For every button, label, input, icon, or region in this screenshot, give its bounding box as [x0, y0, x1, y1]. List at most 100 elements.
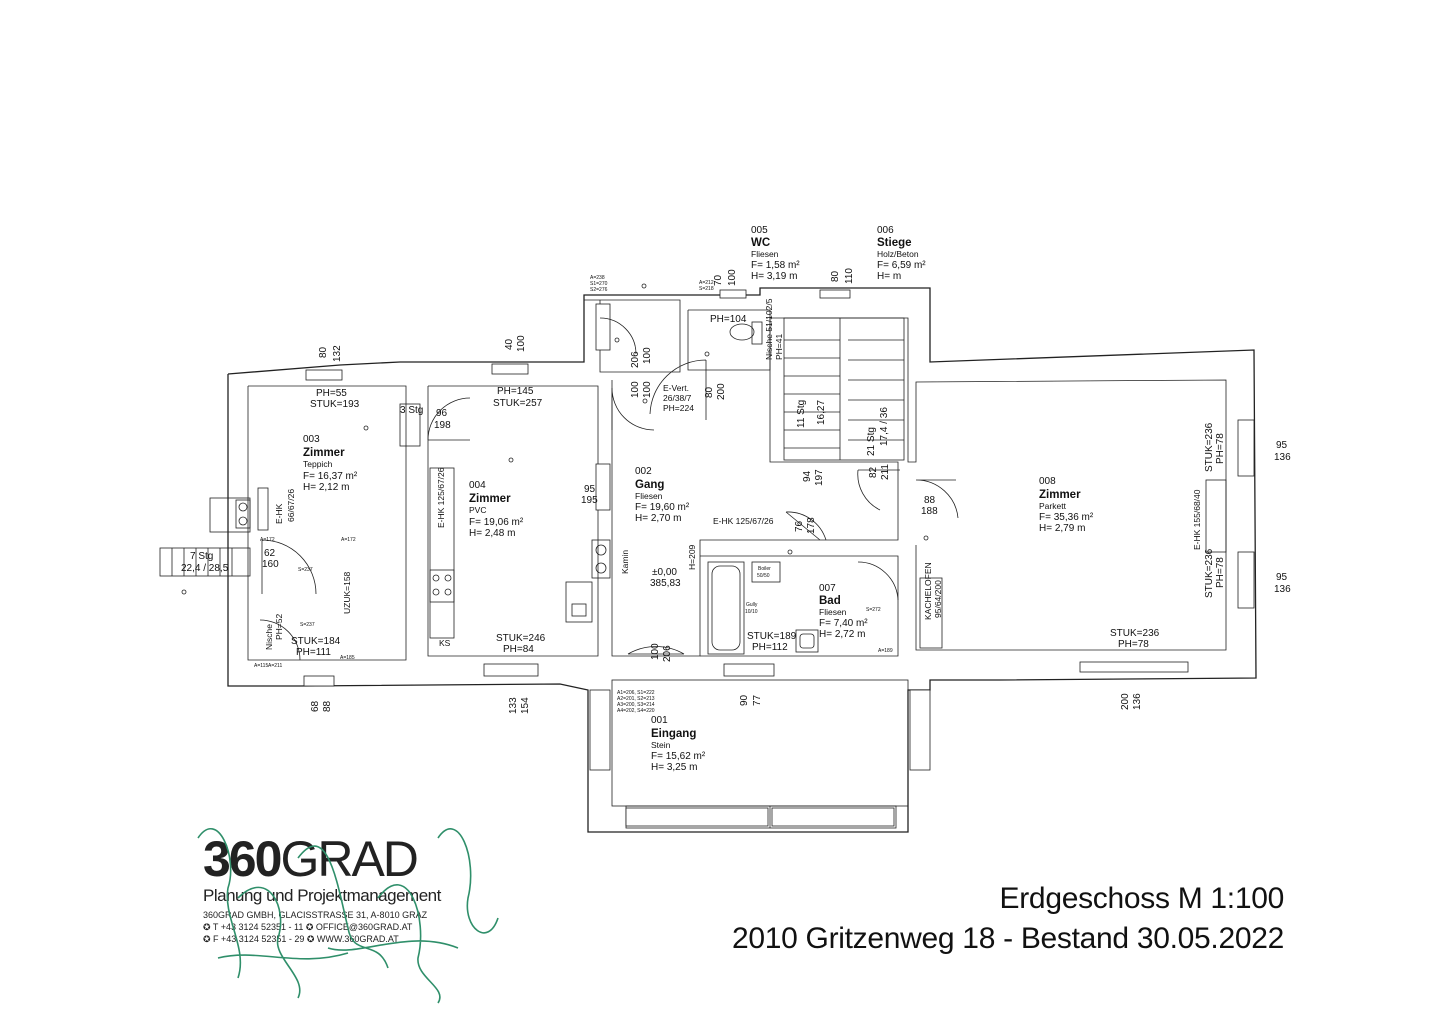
dim-95-right1: 95 [1276, 440, 1288, 451]
dim-200-bottom: 200 [1120, 693, 1131, 710]
label-a4: A4=202, S4=220 [617, 708, 655, 714]
room-001-area: F= 15,62 m² [651, 751, 706, 762]
dim-90: 90 [739, 694, 750, 706]
room-003-id: 003 [303, 434, 320, 445]
dim-77: 77 [752, 694, 763, 706]
label-stg11: 11 Stg [796, 400, 807, 428]
label-ph78b: PH=78 [1215, 433, 1226, 464]
dim-206-gang: 206 [630, 351, 641, 368]
label-ph112: PH=112 [752, 642, 788, 653]
label-ph111: PH=111 [296, 647, 331, 658]
logo-contact-line1: ✪ T +43 3124 52351 - 11 ✪ OFFICE@360GRAD… [203, 922, 413, 932]
label-zero-level: ±0,00 [652, 567, 677, 578]
room-002-area: F= 19,60 m² [635, 502, 690, 513]
label-ph104: PH=104 [710, 314, 747, 325]
dim-88-bottom: 88 [322, 700, 333, 712]
dim-40: 40 [504, 338, 515, 350]
label-ks: KS [439, 638, 451, 648]
room-004-id: 004 [469, 480, 486, 491]
company-logo: 360GRAD [203, 830, 419, 888]
label-uzuk: UZUK=158 [342, 571, 352, 614]
room-002-id: 002 [635, 466, 652, 477]
plan-subtitle: 2010 Gritzenweg 18 - Bestand 30.05.2022 [731, 922, 1284, 955]
label-kachelofen: KACHELOFEN [923, 562, 933, 620]
label-s2-276: S2=276 [590, 287, 608, 293]
dim-136-right1: 136 [1274, 452, 1291, 463]
label-kachelofen-dim: 95/64/200 [933, 580, 943, 618]
room-001-floor: Stein [651, 740, 671, 750]
dim-100-wc: 100 [727, 269, 738, 286]
dim-160: 160 [262, 559, 279, 570]
room-004-floor: PVC [469, 505, 486, 515]
room-007-floor: Fliesen [819, 607, 847, 617]
room-006-floor: Holz/Beton [877, 249, 919, 259]
label-evert3: PH=224 [663, 403, 694, 413]
label-a1: A1=206, S1=222 [617, 690, 655, 696]
label-stuk189: STUK=189 [747, 631, 797, 642]
dim-195: 195 [581, 495, 598, 506]
label-ph55: PH=55 [316, 388, 347, 399]
dim-136-bottom: 136 [1132, 693, 1143, 710]
room-003-area: F= 16,37 m² [303, 471, 358, 482]
room-002-height: H= 2,70 m [635, 513, 681, 524]
label-stg21: 21 Stg [866, 427, 877, 456]
room-003-floor: Teppich [303, 459, 333, 469]
label-a189: A=189 [878, 648, 893, 654]
room-007-id: 007 [819, 583, 836, 594]
room-labels: 003 Zimmer Teppich F= 16,37 m² H= 2,12 m… [303, 225, 1094, 773]
label-stg11b: 16,27 [816, 400, 827, 425]
label-stuk236b: STUK=236 [1204, 422, 1215, 472]
label-gully: Gully [746, 602, 758, 608]
room-005-name: WC [751, 237, 770, 249]
room-005-id: 005 [751, 225, 768, 236]
dim-206-door: 206 [662, 645, 673, 662]
room-001-name: Eingang [651, 728, 696, 740]
dim-133: 133 [508, 697, 519, 714]
label-kamin: Kamin [620, 550, 630, 574]
dim-70: 70 [713, 274, 724, 286]
outer-walls [227, 287, 1257, 833]
label-s218: S=218 [699, 286, 714, 292]
plan-title: Erdgeschoss M 1:100 [999, 882, 1285, 915]
logo-tagline: Planung und Projektmanagement [203, 886, 441, 905]
label-stg3: 3 Stg [400, 405, 423, 416]
label-evert2: 26/38/7 [663, 393, 692, 403]
label-a185: A=185 [340, 655, 355, 661]
label-stuk236c: STUK=236 [1204, 548, 1215, 598]
label-stuk236a: STUK=236 [1110, 628, 1160, 639]
room-003-name: Zimmer [303, 447, 345, 459]
room-006-height: H= m [877, 271, 901, 282]
label-stuk246: STUK=246 [496, 633, 546, 644]
room-004-name: Zimmer [469, 493, 511, 505]
label-ph78a: PH=78 [1118, 639, 1149, 650]
label-ehk-zimmer004: E-HK 125/67/26 [436, 467, 446, 528]
dim-100-door: 100 [650, 643, 661, 660]
dim-100-gang2: 100 [642, 347, 653, 364]
label-gully-dim: 10/10 [745, 609, 758, 615]
label-nische: Nische 51/102/5 [764, 298, 774, 360]
room-005-height: H= 3,19 m [751, 271, 797, 282]
room-007-name: Bad [819, 595, 841, 607]
label-ph145: PH=145 [497, 386, 534, 397]
room-006-area: F= 6,59 m² [877, 260, 926, 271]
label-boiler: Boiler [758, 566, 771, 572]
label-ehk-gang: E-HK 125/67/26 [713, 516, 774, 526]
dim-188: 188 [921, 506, 938, 517]
room-004-area: F= 19,06 m² [469, 517, 524, 528]
dim-68: 68 [310, 700, 321, 712]
room-006-name: Stiege [877, 237, 912, 249]
fixtures [429, 321, 1227, 655]
dim-198: 198 [434, 420, 451, 431]
label-stg21b: 17,4 / 36 [879, 407, 890, 446]
dim-100-gang3: 100 [642, 381, 653, 398]
doors [259, 317, 959, 661]
label-s1-270: S1=270 [590, 281, 608, 287]
dim-100-gang: 100 [630, 381, 641, 398]
room-005-area: F= 1,58 m² [751, 260, 800, 271]
logo-company-line: 360GRAD GMBH, GLACISSTRASSE 31, A-8010 G… [203, 910, 428, 920]
label-s237a: S=237 [298, 567, 313, 573]
room-008-id: 008 [1039, 476, 1056, 487]
room-007-height: H= 2,72 m [819, 629, 865, 640]
dim-96: 96 [436, 408, 448, 419]
label-nische-b2: PH=52 [274, 614, 284, 640]
